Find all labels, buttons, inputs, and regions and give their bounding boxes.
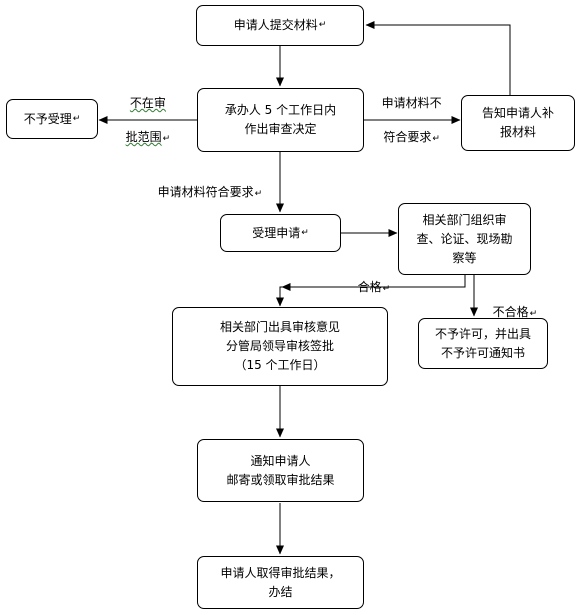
node-line: （15 个工作日）	[234, 358, 326, 372]
node-submit-materials: 申请人提交材料↵	[196, 5, 364, 46]
node-deny-permit: 不予许可，并出具不予许可通知书	[418, 318, 548, 369]
node-line: 通知申请人	[250, 453, 311, 468]
node-review-decision: 承办人 5 个工作日内作出审查决定	[197, 88, 364, 152]
node-accept-application: 受理申请↵	[220, 214, 341, 252]
label-line: 不在审	[129, 96, 166, 110]
label-not-compliant: 申请材料不 符合要求↵	[381, 96, 442, 144]
label-line: 合格	[357, 280, 382, 294]
node-line: 告知申请人补	[481, 106, 554, 120]
label-out-of-scope: 不在审 批范围↵	[125, 96, 171, 144]
node-notify-applicant: 通知申请人邮寄或领取审批结果	[197, 439, 364, 502]
node-line: 相关部门组织审	[422, 212, 507, 227]
node-line: 作出审查决定	[244, 122, 317, 136]
node-line: 不予受理	[23, 111, 72, 126]
node-line: 申请人取得审批结果，	[220, 565, 341, 580]
node-review-opinion: 相关部门出具审核意见分管局领导审核签批 （15 个工作日）	[172, 307, 388, 386]
label-line: 符合要求	[383, 130, 432, 144]
node-line: 查、论证、现场勘	[416, 231, 513, 246]
node-line: 相关部门出具审核意见	[219, 320, 340, 334]
label-line: 批范围	[125, 130, 162, 144]
node-reject: 不予受理↵	[6, 99, 98, 139]
label-qualified: 合格↵	[357, 280, 391, 294]
label-line: 不合格	[492, 305, 529, 319]
node-line: 办结	[268, 584, 293, 599]
label-line: 申请材料符合要求	[157, 185, 254, 199]
node-line: 分管局领导审核签批	[225, 339, 334, 353]
node-line: 受理申请	[252, 225, 301, 240]
node-line: 不予许可，并出具	[434, 326, 531, 341]
node-line: 察等	[452, 250, 477, 265]
node-line: 邮寄或领取审批结果	[226, 472, 335, 487]
node-line: 报材料	[499, 125, 536, 139]
label-unqualified: 不合格↵	[492, 305, 538, 319]
node-line: 不予许可通知书	[440, 345, 525, 360]
node-line: 承办人 5 个工作日内	[224, 103, 337, 117]
node-supplement-materials: 告知申请人补报材料	[461, 95, 575, 151]
label-line: 申请材料不	[381, 96, 442, 110]
node-line: 申请人提交材料	[233, 18, 318, 32]
node-finish: 申请人取得审批结果， 办结	[197, 556, 364, 609]
node-inspection: 相关部门组织审查、论证、现场勘察等	[398, 203, 531, 275]
label-compliant: 申请材料符合要求↵	[157, 185, 263, 199]
edge-supplement-to-submit	[365, 21, 511, 95]
